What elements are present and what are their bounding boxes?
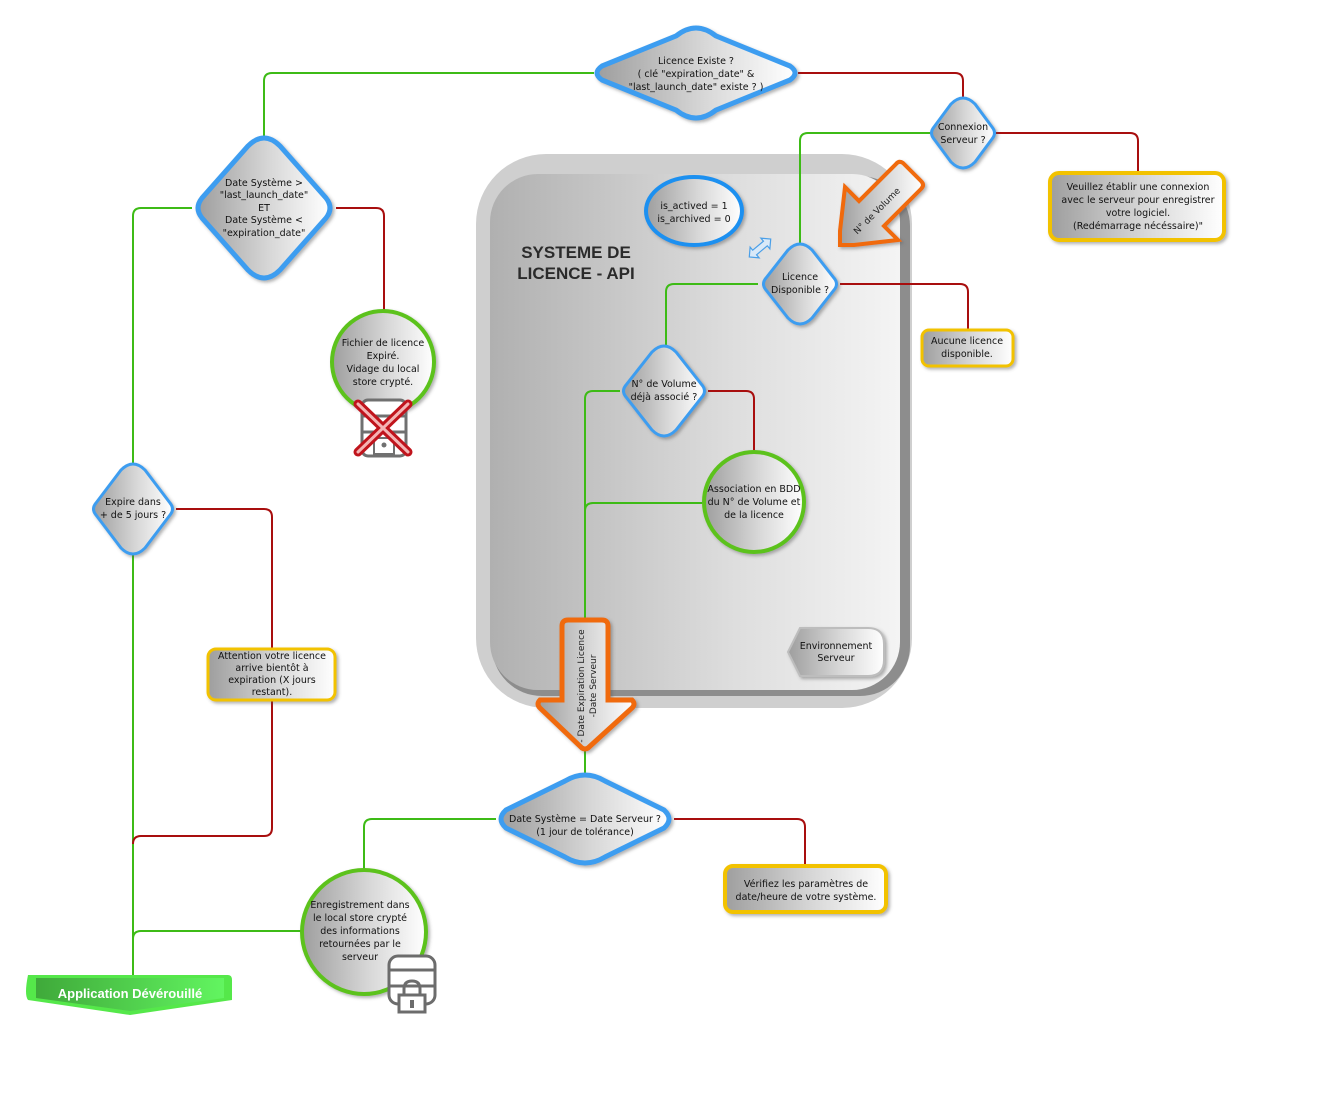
node-text: ET bbox=[258, 203, 270, 214]
node-text: "last_launch_date" existe ? ) bbox=[629, 82, 764, 93]
api-zone-title-2: LICENCE - API bbox=[517, 264, 634, 283]
node-text: Association en BDD bbox=[707, 484, 800, 495]
api-zone-title-1: SYSTEME DE bbox=[521, 243, 631, 262]
node-text: Connexion bbox=[938, 122, 988, 133]
node-text: votre logiciel. bbox=[1106, 208, 1170, 219]
node-text: ( clé "expiration_date" & bbox=[638, 69, 755, 80]
message-check-date: Vérifiez les paramètres de date/heure de… bbox=[723, 864, 888, 914]
node-text: Date Système < bbox=[225, 215, 303, 226]
node-text: "last_launch_date" bbox=[220, 190, 309, 201]
node-text: Application Dévérouillé bbox=[58, 986, 202, 1001]
process-expired-file: Fichier de licence Expiré. Vidage du loc… bbox=[330, 309, 436, 415]
connector-yes bbox=[363, 818, 496, 870]
node-text: Disponible ? bbox=[771, 285, 829, 296]
env-server-label-2: Serveur bbox=[817, 653, 854, 664]
connector-yes bbox=[584, 502, 704, 512]
connector-no bbox=[132, 700, 273, 845]
connector-no bbox=[708, 390, 755, 450]
node-text: retournées par le bbox=[319, 939, 401, 950]
node-text: avec le serveur pour enregistrer bbox=[1061, 195, 1214, 206]
node-text: Date Système > bbox=[225, 178, 303, 189]
node-text: restant). bbox=[252, 687, 293, 698]
message-no-licence: Aucune licence disponible. bbox=[920, 328, 1015, 368]
node-text: Expiré. bbox=[367, 351, 400, 362]
arrow-label: - Date Expiration Licence bbox=[577, 629, 587, 743]
decision-licence-available: Licence Disponible ? bbox=[762, 242, 838, 326]
end-app-unlocked: Application Dévérouillé bbox=[26, 975, 232, 1015]
decision-server-connection: Connexion Serveur ? bbox=[930, 96, 996, 170]
node-text: serveur bbox=[342, 952, 378, 963]
node-text: Date Système = Date Serveur ? bbox=[509, 814, 661, 825]
node-text: disponible. bbox=[941, 349, 993, 360]
decision-volume-associated: N° de Volume déjà associé ? bbox=[622, 344, 706, 438]
connector-yes bbox=[799, 132, 931, 244]
node-text: du N° de Volume et bbox=[708, 497, 801, 508]
node-text: (1 jour de tolérance) bbox=[536, 827, 634, 838]
node-text: Fichier de licence bbox=[342, 338, 425, 349]
node-text: des informations bbox=[320, 926, 400, 937]
connector-no bbox=[996, 132, 1139, 174]
no-connectors bbox=[132, 72, 1139, 866]
node-text: date/heure de votre système. bbox=[736, 892, 877, 903]
connector-no bbox=[840, 283, 969, 330]
decision-expire-5-days: Expire dans + de 5 jours ? bbox=[92, 462, 174, 556]
message-expiry-warning: Attention votre licence arrive bientôt à… bbox=[206, 647, 337, 702]
node-text: Vérifiez les paramètres de bbox=[744, 879, 868, 890]
database-lock-crossed-icon bbox=[353, 398, 413, 458]
connector-yes bbox=[263, 72, 594, 140]
connector-no bbox=[176, 508, 273, 648]
node-text: is_actived = 1 bbox=[660, 201, 727, 212]
connector-no bbox=[336, 207, 385, 312]
node-text: Attention votre licence bbox=[218, 651, 326, 662]
node-text: de la licence bbox=[724, 510, 784, 521]
data-active-flags: is_actived = 1 is_archived = 0 bbox=[644, 175, 744, 247]
node-text: + de 5 jours ? bbox=[100, 510, 166, 521]
node-text: "expiration_date" bbox=[223, 228, 306, 239]
flow-arrow-expiry-dates: - Date Expiration Licence -Date Serveur bbox=[535, 617, 637, 752]
connector-yes bbox=[584, 390, 620, 622]
connector-yes bbox=[132, 207, 192, 466]
node-text: (Redémarrage nécéssaire)" bbox=[1073, 221, 1203, 232]
database-lock-icon bbox=[387, 954, 437, 1014]
node-text: is_archived = 0 bbox=[657, 214, 730, 225]
yes-connectors bbox=[132, 72, 931, 975]
process-db-association: Association en BDD du N° de Volume et de… bbox=[702, 450, 806, 554]
node-text: Enregistrement dans bbox=[310, 900, 409, 911]
node-text: Serveur ? bbox=[940, 135, 985, 146]
node-text: Expire dans bbox=[105, 497, 161, 508]
env-server-badge: Environnement Serveur bbox=[786, 627, 885, 677]
node-text: Licence Existe ? bbox=[658, 56, 734, 67]
node-text: le local store crypté bbox=[313, 913, 407, 924]
decision-licence-exists: Licence Existe ? ( clé "expiration_date"… bbox=[594, 25, 798, 121]
decision-date-server: Date Système = Date Serveur ? (1 jour de… bbox=[498, 772, 672, 866]
node-text: déjà associé ? bbox=[631, 392, 698, 403]
node-text: arrive bientôt à bbox=[235, 663, 308, 674]
node-text: Veuillez établir une connexion bbox=[1067, 182, 1210, 193]
connector-yes bbox=[132, 930, 302, 940]
connector-yes bbox=[665, 283, 758, 346]
node-text: store crypté. bbox=[353, 377, 413, 388]
node-text: Vidage du local bbox=[347, 364, 420, 375]
connector-no bbox=[798, 72, 964, 99]
connector-no bbox=[674, 818, 806, 866]
node-text: Aucune licence bbox=[931, 336, 1003, 347]
arrow-label: -Date Serveur bbox=[589, 654, 599, 717]
node-text: N° de Volume bbox=[631, 379, 696, 390]
node-text: Licence bbox=[782, 272, 818, 283]
bidirectional-arrow-icon bbox=[748, 237, 772, 259]
message-connect-server: Veuillez établir une connexion avec le s… bbox=[1048, 171, 1226, 242]
env-server-label-1: Environnement bbox=[800, 641, 873, 652]
decision-date-check: Date Système > "last_launch_date" ET Dat… bbox=[195, 135, 333, 281]
node-text: expiration (X jours bbox=[228, 675, 316, 686]
